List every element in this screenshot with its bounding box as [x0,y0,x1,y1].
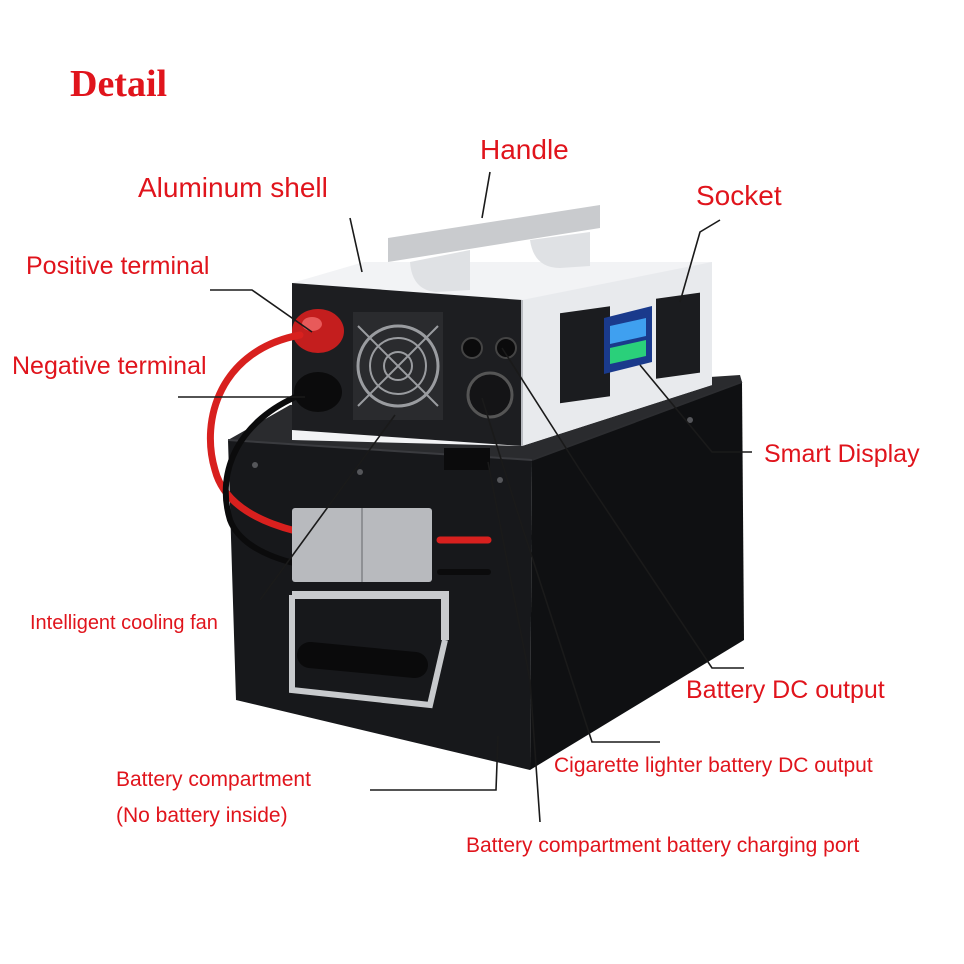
negative-terminal-cap [294,372,342,412]
leader-lines [178,171,752,823]
callout-negative-terminal: Negative terminal [12,352,207,380]
callout-cigarette-lighter-output: Cigarette lighter battery DC output [554,754,873,777]
callout-socket: Socket [696,180,782,211]
smart-display-screen [604,306,652,374]
anderson-connector [292,508,432,582]
callout-positive-terminal: Positive terminal [26,252,210,280]
ac-socket-panel [560,292,700,404]
positive-terminal-cap [292,309,344,353]
callout-aluminum-shell: Aluminum shell [138,172,328,203]
callout-no-battery-inside: (No battery inside) [116,804,288,827]
battery-box-handle [289,591,449,709]
callout-battery-compartment: Battery compartment [116,768,311,791]
callout-charging-port: Battery compartment battery charging por… [466,834,860,857]
callout-intelligent-cooling-fan: Intelligent cooling fan [30,612,218,634]
cooling-fan [353,312,443,420]
callout-smart-display: Smart Display [764,440,920,468]
dc-output-ports [444,337,517,470]
aluminum-handle [388,205,600,292]
page-title: Detail [70,63,168,105]
callout-handle: Handle [480,134,569,165]
callout-battery-dc-output: Battery DC output [686,676,885,704]
